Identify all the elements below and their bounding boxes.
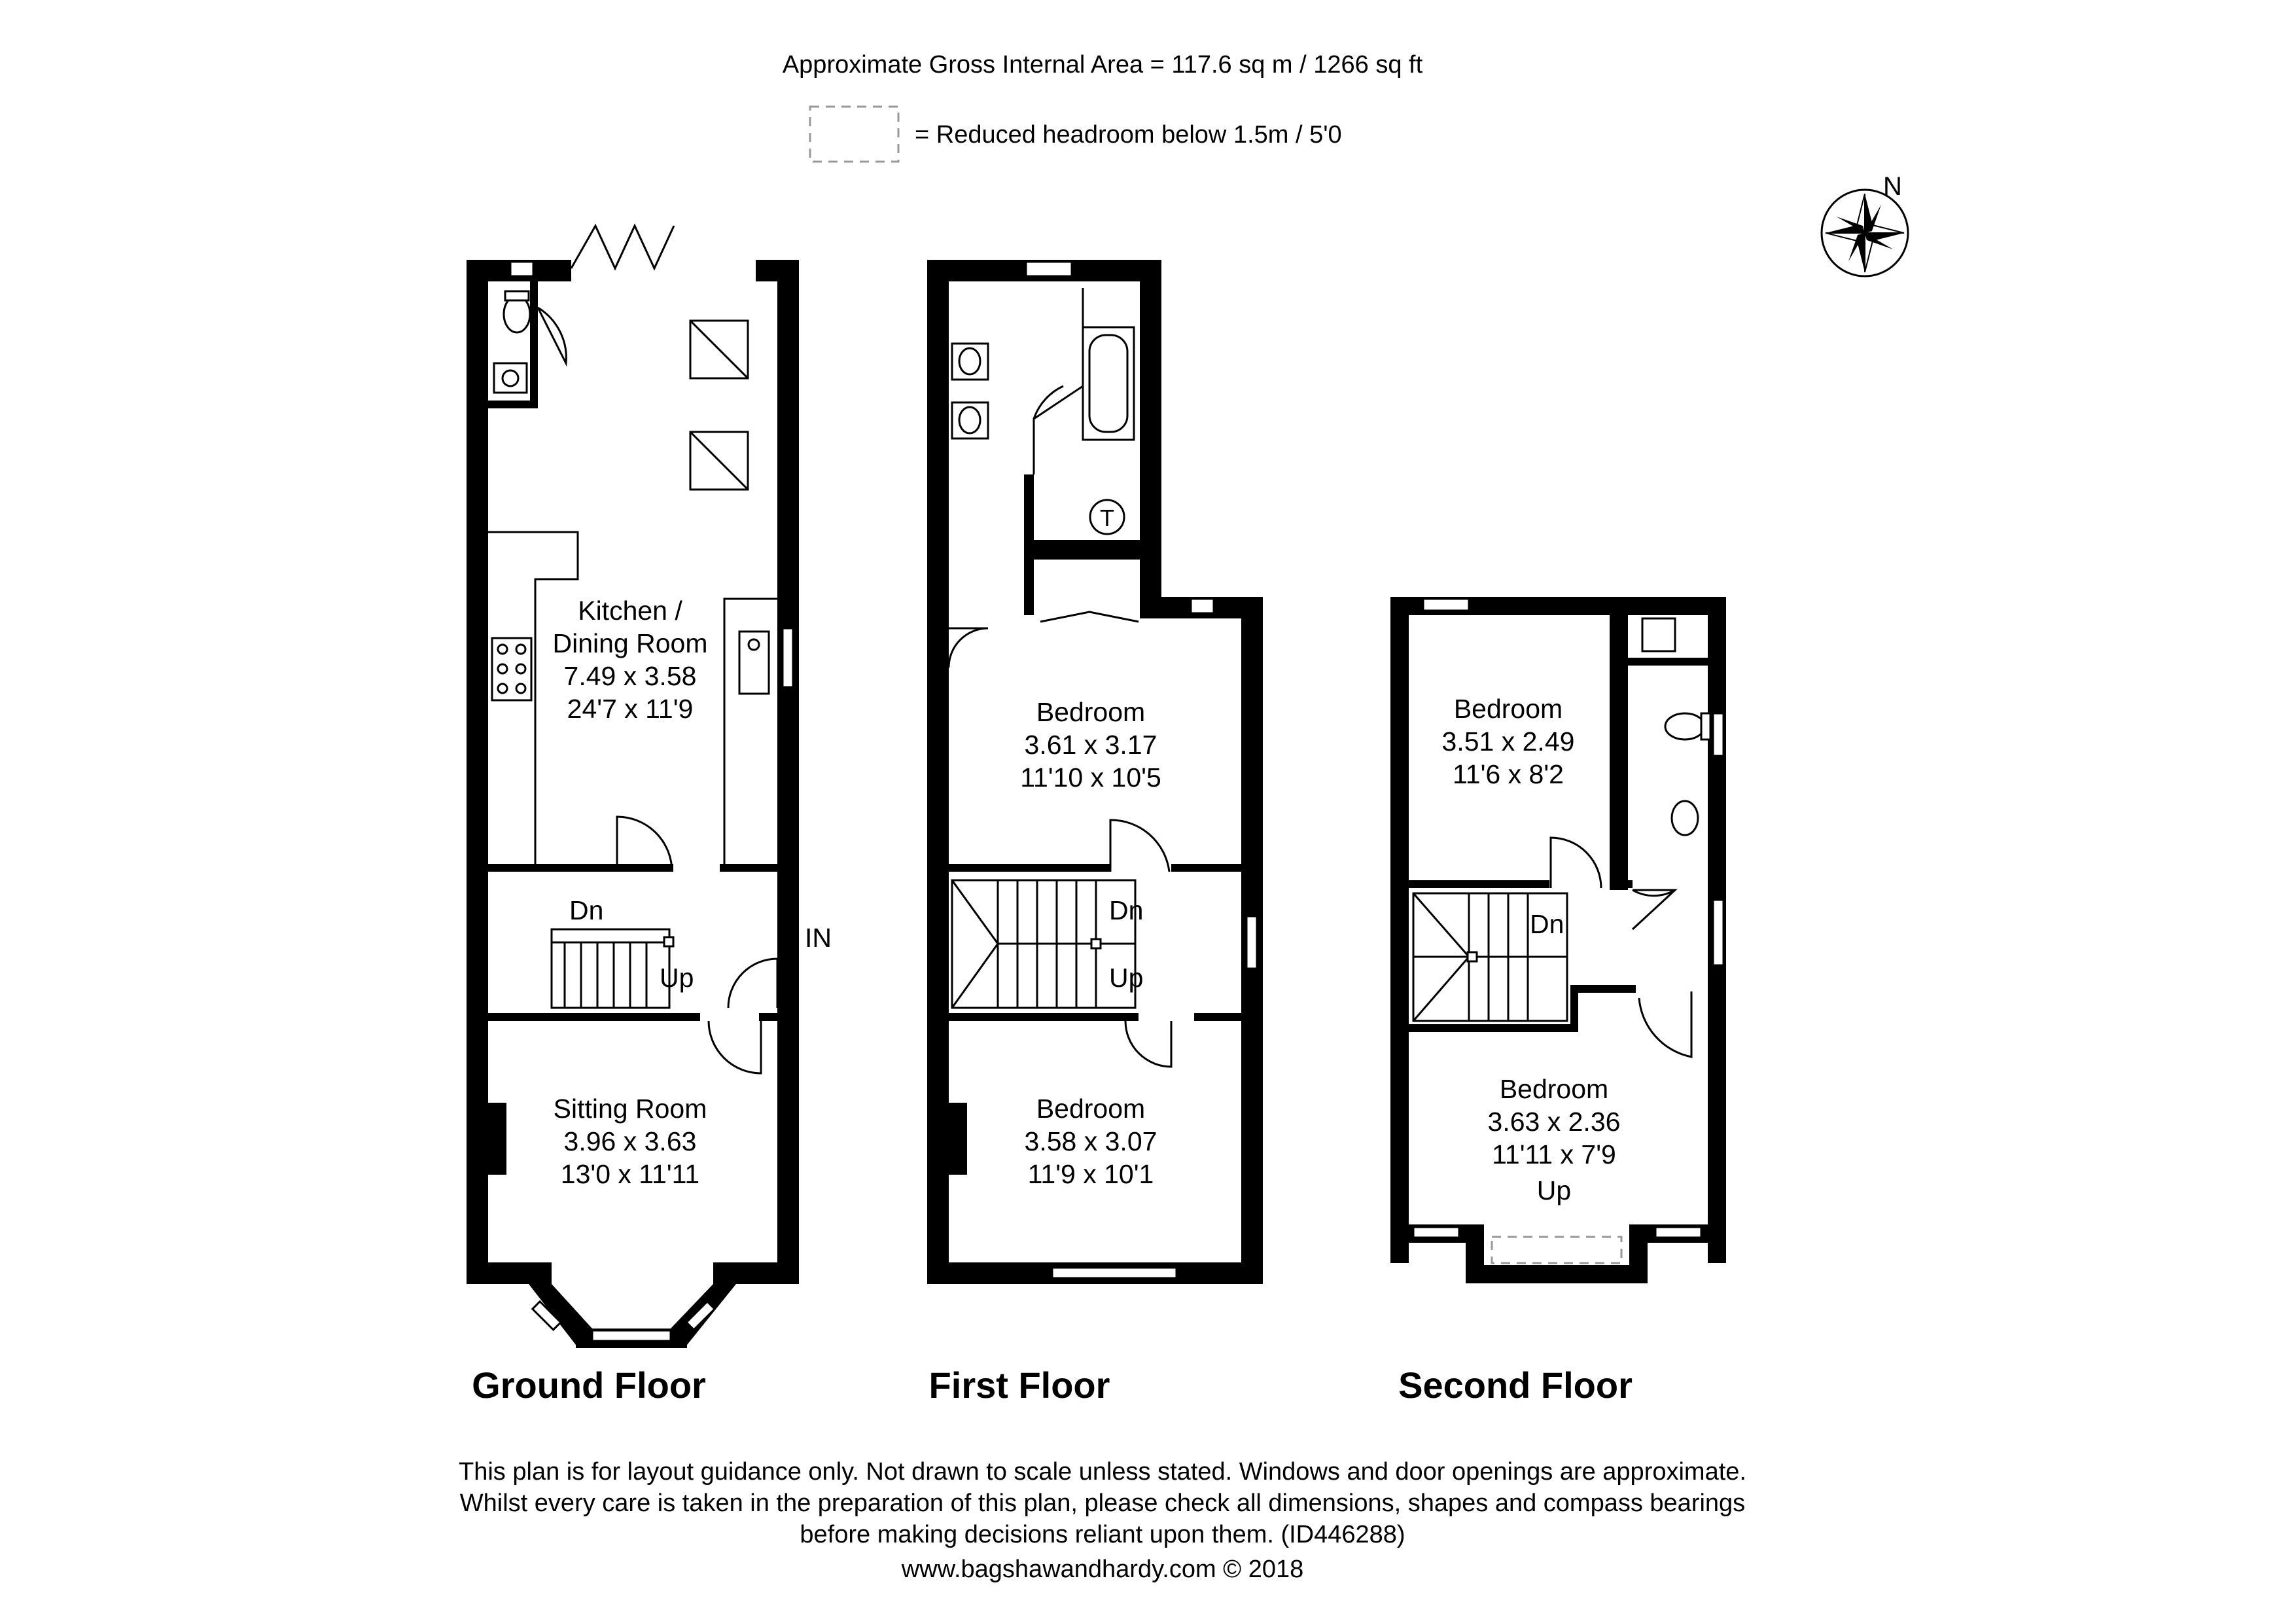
ground-stairs-up-label: Up <box>660 963 694 993</box>
svg-text:Whilst every care is taken in: Whilst every care is taken in the prepar… <box>460 1489 1745 1517</box>
ground-floor-title: Ground Floor <box>472 1364 706 1406</box>
compass-icon <box>1820 188 1909 277</box>
gross-area-label: Approximate Gross Internal Area = 117.6 … <box>783 51 1423 79</box>
svg-text:11'9 x 10'1: 11'9 x 10'1 <box>1028 1159 1154 1189</box>
first-tank-label: T <box>1100 505 1114 531</box>
svg-text:24'7 x 11'9: 24'7 x 11'9 <box>567 694 694 724</box>
ground-stairs-dn-label: Dn <box>569 895 603 925</box>
svg-text:before making decisions relian: before making decisions reliant upon the… <box>800 1521 1405 1548</box>
second-stairs-dn-label: Dn <box>1530 909 1564 939</box>
kitchen-label: Kitchen / Dining Room 7.49 x 3.58 24'7 x… <box>553 596 708 724</box>
svg-text:7.49 x 3.58: 7.49 x 3.58 <box>564 661 697 691</box>
svg-text:11'10 x 10'5: 11'10 x 10'5 <box>1020 762 1161 793</box>
svg-text:3.96 x 3.63: 3.96 x 3.63 <box>564 1126 697 1156</box>
svg-text:Sitting Room: Sitting Room <box>554 1094 707 1124</box>
first-bedroom-b-label: Bedroom 3.58 x 3.07 11'9 x 10'1 <box>1025 1094 1157 1189</box>
svg-text:This plan is for layout guidan: This plan is for layout guidance only. N… <box>459 1458 1746 1486</box>
svg-text:3.61 x 3.17: 3.61 x 3.17 <box>1025 730 1157 760</box>
svg-text:3.51 x 2.49: 3.51 x 2.49 <box>1442 726 1575 757</box>
svg-text:Bedroom: Bedroom <box>1036 1094 1145 1124</box>
second-stairs-up-label: Up <box>1537 1175 1571 1205</box>
headroom-legend-swatch <box>809 105 900 163</box>
svg-text:11'11 x 7'9: 11'11 x 7'9 <box>1492 1139 1616 1169</box>
svg-text:Bedroom: Bedroom <box>1500 1074 1608 1104</box>
svg-text:11'6 x 8'2: 11'6 x 8'2 <box>1453 759 1564 789</box>
headroom-legend-label: = Reduced headroom below 1.5m / 5'0 <box>915 121 1342 149</box>
svg-text:Kitchen /: Kitchen / <box>578 596 682 626</box>
ground-floor-plan: Kitchen / Dining Room 7.49 x 3.58 24'7 x… <box>467 223 832 1406</box>
second-bedroom-a-label: Bedroom 3.51 x 2.49 11'6 x 8'2 <box>1442 694 1575 789</box>
first-floor-title: First Floor <box>929 1364 1110 1406</box>
svg-text:Dining Room: Dining Room <box>553 628 708 658</box>
sitting-room-label: Sitting Room 3.96 x 3.63 13'0 x 11'11 <box>554 1094 707 1189</box>
compass-north-label: N <box>1883 172 1902 201</box>
svg-text:Bedroom: Bedroom <box>1036 697 1145 727</box>
second-floor-title: Second Floor <box>1398 1364 1633 1406</box>
svg-text:3.63 x 2.36: 3.63 x 2.36 <box>1488 1107 1621 1137</box>
ground-entrance-label: IN <box>805 923 832 953</box>
svg-text:3.58 x 3.07: 3.58 x 3.07 <box>1025 1126 1157 1156</box>
website-link[interactable]: www.bagshawandhardy.com © 2018 <box>901 1556 1304 1583</box>
second-floor-plan: Bedroom 3.51 x 2.49 11'6 x 8'2 Dn Bedroo… <box>1390 597 1726 1406</box>
first-stairs-up-label: Up <box>1109 963 1143 993</box>
first-floor-plan: T Bedroom 3.61 x 3.17 11'10 x 10'5 Dn Up… <box>927 260 1263 1406</box>
first-bedroom-a-label: Bedroom 3.61 x 3.17 11'10 x 10'5 <box>1020 697 1161 793</box>
svg-text:13'0 x 11'11: 13'0 x 11'11 <box>561 1159 699 1189</box>
svg-text:Bedroom: Bedroom <box>1454 694 1563 724</box>
second-bedroom-b-label: Bedroom 3.63 x 2.36 11'11 x 7'9 <box>1488 1074 1621 1169</box>
disclaimer: This plan is for layout guidance only. N… <box>459 1458 1746 1548</box>
first-stairs-dn-label: Dn <box>1109 895 1143 925</box>
